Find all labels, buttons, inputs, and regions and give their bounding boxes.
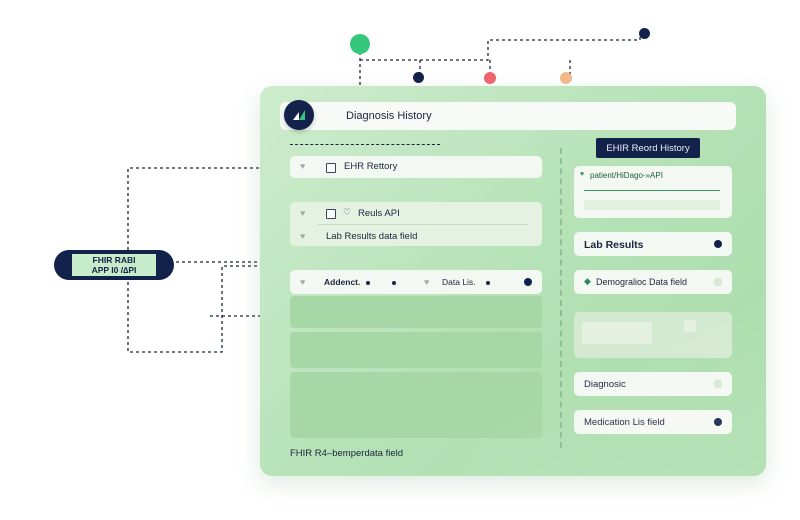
list-item-ehr-repository[interactable]: ♥ EHR Rettory: [290, 156, 542, 178]
vertical-separator: [560, 148, 562, 448]
list-item-label: Reuls API: [358, 208, 400, 219]
table-row[interactable]: [290, 372, 542, 438]
list-item-demographic-data[interactable]: ◆ Demogralioc Data field: [574, 270, 732, 294]
table-header: ♥ Addenct. ♥ Data Lis.: [290, 270, 542, 294]
placeholder-dot: [714, 380, 722, 388]
list-item-label: Demogralioc Data field: [596, 277, 688, 287]
bullet: [486, 281, 490, 285]
status-dot-navy: [639, 28, 650, 39]
bullet: [366, 281, 370, 285]
heart-icon: ♥: [300, 161, 306, 171]
api-pill-label: FHIR RABI APP I0 /∆PI: [72, 254, 156, 276]
api-pill-line2: APP I0 /∆PI: [91, 265, 137, 275]
checkbox[interactable]: [326, 163, 336, 173]
list-item-medication-list[interactable]: Medication Lis field: [574, 410, 732, 434]
header-bar: Diagnosis History: [280, 102, 736, 130]
list-item-lab-results[interactable]: Lab Results: [574, 232, 732, 256]
ehr-record-history-tag[interactable]: EHIR Reord History: [596, 138, 700, 158]
shield-icon: ♡: [343, 207, 352, 217]
bullet: [392, 281, 396, 285]
checkbox[interactable]: [326, 209, 336, 219]
endpoint-card[interactable]: ♥ patient/HiDago-»API: [574, 166, 732, 218]
chart-logo-icon: [284, 100, 314, 130]
heart-icon: ♥: [300, 277, 306, 287]
list-item-label: Medication Lis field: [584, 417, 665, 428]
table-row[interactable]: [290, 332, 542, 368]
placeholder-card: [574, 312, 732, 358]
status-dot-navy: [413, 72, 424, 83]
list-item-label: Diagnosic: [584, 379, 626, 390]
placeholder-bar: [584, 200, 720, 210]
row-divider: [318, 224, 528, 225]
status-dot-red: [484, 72, 496, 84]
heart-icon: ♥: [424, 277, 430, 287]
status-dot-peach: [560, 72, 572, 84]
heart-icon: ♥: [300, 208, 306, 218]
placeholder-dot: [714, 278, 722, 286]
placeholder-block: [684, 320, 696, 332]
footer-label: FHIR R4–bemperdata field: [290, 448, 403, 459]
column-header: Data Lis.: [442, 277, 476, 287]
list-item-diagnosis[interactable]: Diagnosic: [574, 372, 732, 396]
status-indicator: [524, 278, 532, 286]
api-pill[interactable]: FHIR RABI APP I0 /∆PI: [54, 250, 174, 280]
diamond-icon: ◆: [584, 276, 591, 286]
list-group-results-api: ♥ ♡ Reuls API ♥ Lab Results data field: [290, 202, 542, 246]
list-item-label: Lab Results data field: [326, 231, 418, 242]
list-item-label: Lab Results: [584, 239, 644, 251]
dotted-divider: [290, 144, 440, 145]
column-header: Addenct.: [324, 277, 361, 287]
table-row[interactable]: [290, 296, 542, 328]
status-indicator: [714, 418, 722, 426]
list-item-label: EHR Rettory: [344, 161, 398, 172]
heart-icon: ♥: [580, 171, 585, 178]
status-indicator: [714, 240, 722, 248]
heart-icon: ♥: [300, 231, 306, 241]
api-pill-line1: FHIR RABI: [92, 255, 136, 265]
main-panel: Diagnosis History ♥ EHR Rettory ♥ ♡ Reul…: [260, 86, 766, 476]
status-dot-green: [350, 34, 370, 54]
endpoint-label: patient/HiDago-»API: [590, 171, 663, 180]
page-title: Diagnosis History: [346, 110, 432, 122]
progress-line: [584, 190, 720, 191]
placeholder-block: [582, 322, 652, 344]
